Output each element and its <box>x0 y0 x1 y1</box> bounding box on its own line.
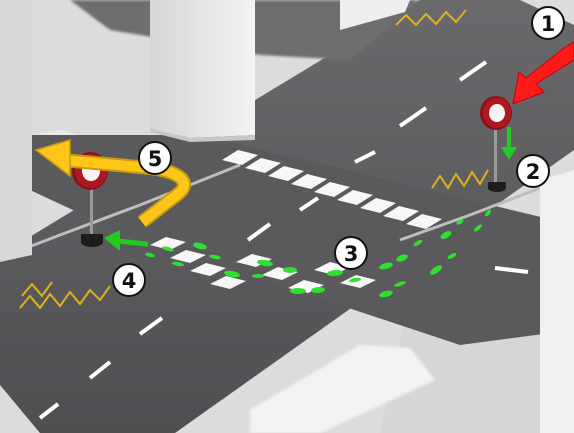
green-arrow-down <box>501 127 517 160</box>
zigzag-lines <box>19 9 489 310</box>
marker-1-label: 1 <box>541 12 556 36</box>
no-entry-sign-right <box>480 96 512 192</box>
marker-5: 5 <box>138 141 172 175</box>
building-bottom <box>250 345 435 433</box>
marker-1: 1 <box>531 6 565 40</box>
pedestrian-path <box>145 209 491 298</box>
zebra-crossing-top <box>222 150 442 229</box>
green-arrow-left <box>104 230 149 251</box>
marker-4-label: 4 <box>122 269 137 293</box>
marker-4: 4 <box>112 263 146 297</box>
marker-2: 2 <box>516 154 550 188</box>
building-top-right <box>340 0 410 30</box>
marker-3-label: 3 <box>344 242 359 266</box>
marker-3: 3 <box>334 236 368 270</box>
marker-2-label: 2 <box>526 160 541 184</box>
lane-markings <box>38 60 529 420</box>
red-arrow <box>512 41 574 105</box>
no-entry-sign-icon <box>480 96 512 130</box>
building-top-left <box>0 0 255 262</box>
building-right <box>540 170 574 433</box>
marker-5-label: 5 <box>148 147 163 171</box>
